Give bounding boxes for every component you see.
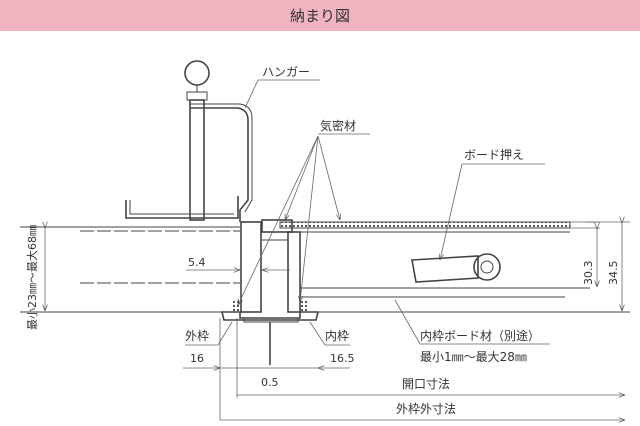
outer-dim-label: 外枠外寸法 (396, 402, 456, 416)
page-title: 納まり図 (289, 7, 350, 25)
inner-board-range-label: 最小1㎜～最大28㎜ (420, 350, 527, 364)
board-holder-label: ボード押え (464, 148, 524, 162)
inner-frame-label: 内枠 (325, 329, 349, 343)
airtight-label: 気密材 (320, 118, 356, 133)
hanger-bolt (184, 60, 210, 221)
left-ceiling-board (20, 226, 240, 313)
dim-30-3: 30.3 (582, 261, 595, 286)
dim-16: 16 (190, 352, 204, 365)
outer-frame-label: 外枠 (185, 329, 209, 343)
dim-16-5: 16.5 (330, 352, 355, 365)
dim-34-5: 34.5 (607, 261, 620, 286)
opening-dim-label: 開口寸法 (402, 377, 450, 391)
board-holder (411, 253, 501, 283)
dim-0-5: 0.5 (261, 376, 279, 389)
hanger-label: ハンガー (262, 65, 310, 79)
frame-section (220, 219, 320, 323)
ceiling-channel (125, 196, 239, 219)
title-bar: 納まり図 (0, 0, 640, 31)
ceiling-range-label: 最小23㎜～最大68㎜ (25, 225, 39, 330)
hanger-bracket (190, 107, 249, 222)
dim-5-4: 5.4 (188, 256, 206, 269)
inner-board-label: 内枠ボード材（別途） (420, 328, 540, 343)
right-board-airtight (279, 221, 571, 229)
